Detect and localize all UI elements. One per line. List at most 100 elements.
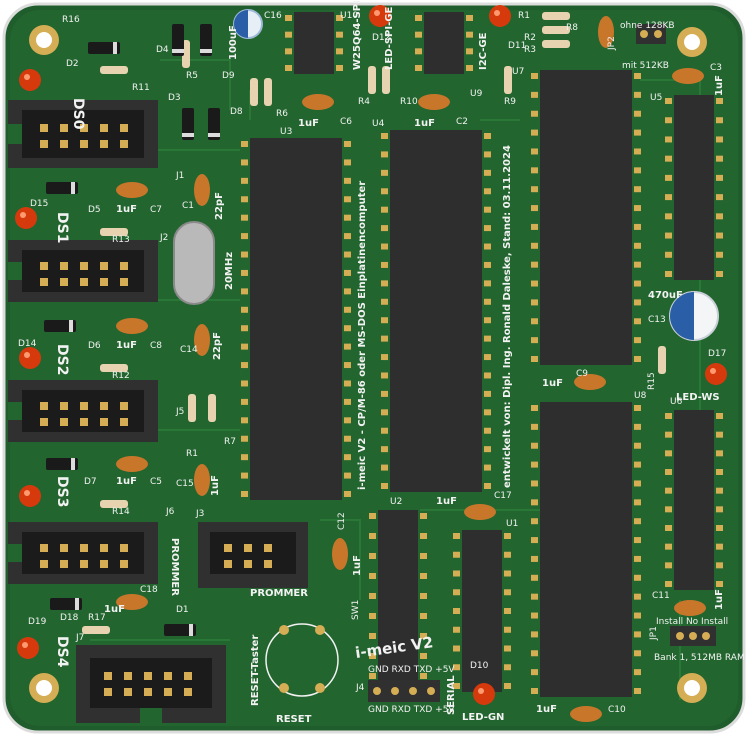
ic-pin (484, 335, 491, 342)
ref-r13: R13 (112, 235, 130, 245)
ic-pin (634, 537, 641, 544)
resistor (100, 364, 128, 372)
ic-pin (381, 390, 388, 397)
ref-d7: D7 (84, 477, 97, 487)
ohne-label: ohne 128KB (620, 21, 675, 31)
ref-d6: D6 (88, 341, 101, 351)
ic-pin (344, 141, 351, 147)
ceramic-cap (194, 464, 210, 496)
ic-pin (484, 280, 491, 287)
ceramic-caps (116, 16, 706, 722)
ref-u10: U10 (340, 11, 358, 21)
ic-pin (369, 513, 376, 519)
ic-pin (285, 65, 292, 71)
ref-r4: R4 (358, 97, 370, 107)
ceramic-cap (672, 68, 704, 84)
ic-pin (716, 487, 723, 494)
ic-pin (241, 435, 248, 442)
ic-pin (634, 148, 641, 155)
ic-pin (381, 354, 388, 361)
ref-u1: U1 (506, 519, 518, 529)
ic-pin (634, 110, 641, 117)
ic-pin (716, 213, 723, 220)
led (19, 485, 41, 507)
header-pin (60, 544, 68, 552)
ref-u2: U2 (390, 497, 402, 507)
led (19, 69, 41, 91)
ref-d2: D2 (66, 59, 79, 69)
led (19, 347, 41, 369)
ref-sw1: SW1 (351, 600, 361, 620)
ic-pin (531, 110, 538, 117)
ref-d15: D15 (30, 199, 48, 209)
ref-c13: C13 (648, 315, 666, 325)
ic-pin (665, 525, 672, 531)
ic-pin (381, 409, 388, 416)
ic-pin (716, 543, 723, 550)
ic-pin (415, 48, 422, 55)
ceramic-cap (574, 374, 606, 390)
ic-pin (484, 243, 491, 250)
ic-pin (716, 469, 723, 475)
ic-pin (453, 645, 460, 652)
ref-c17: C17 (494, 491, 512, 501)
resistor (382, 66, 390, 94)
ref-d8: D8 (230, 107, 243, 117)
ref-c18: C18 (140, 585, 158, 595)
header-pin (104, 672, 112, 680)
ref-d10: D10 (470, 661, 489, 671)
ic-pin (344, 380, 351, 387)
ref-c15: C15 (176, 479, 194, 489)
ic-pin (484, 188, 491, 195)
ic-pin (484, 261, 491, 268)
ic-pin (531, 480, 538, 487)
ic-pin (285, 15, 292, 21)
ceramic-cap (194, 324, 210, 356)
ref-d5: D5 (88, 205, 101, 215)
header-pin (40, 124, 48, 132)
led-ws-label: LED-WS (676, 392, 720, 403)
ref-c7: C7 (150, 205, 162, 215)
ic-pin (381, 225, 388, 232)
val-c14: 22pF (212, 332, 223, 360)
ic-pin (420, 673, 427, 679)
ic-pin (634, 480, 641, 487)
ic-pin (531, 423, 538, 430)
resistor (504, 66, 512, 94)
reference-designators: R16 D2 R11 D15 D5 C7 R13 D14 D6 C8 R12 D… (18, 11, 726, 715)
diode-band (71, 458, 75, 470)
ic-pin (484, 206, 491, 213)
header-pin (80, 124, 88, 132)
ic-pin (634, 669, 641, 676)
led-highlight (494, 10, 500, 16)
ic-pin (241, 343, 248, 350)
ref-c5: C5 (150, 477, 162, 487)
ref-r15: R15 (647, 372, 657, 390)
ic-pin (420, 613, 427, 619)
ceramic-cap (598, 16, 614, 48)
ic-pin (665, 117, 672, 124)
ic-pin (531, 688, 538, 694)
prommer-top-label: PROMMER (250, 588, 308, 599)
ic-pin (716, 506, 723, 513)
ic-pin (241, 196, 248, 203)
ic-pin (453, 664, 460, 671)
header-pin (120, 278, 128, 286)
header-pin (100, 278, 108, 286)
ref-r10: R10 (400, 97, 418, 107)
ic-pin (634, 442, 641, 449)
ic-pin (665, 155, 672, 162)
header-pin (80, 560, 88, 568)
ic-pin (420, 653, 427, 659)
resistors (82, 12, 666, 634)
ic-pin (531, 129, 538, 136)
ref-d18: D18 (60, 613, 79, 623)
ic-pin (381, 261, 388, 268)
ic-pin (634, 73, 641, 79)
ic-pin (241, 159, 248, 166)
ic-pin (716, 431, 723, 438)
header-pin (60, 402, 68, 410)
ic-pin (453, 608, 460, 614)
ic-u5 (674, 95, 714, 280)
ref-r1b: R1 (518, 11, 530, 21)
